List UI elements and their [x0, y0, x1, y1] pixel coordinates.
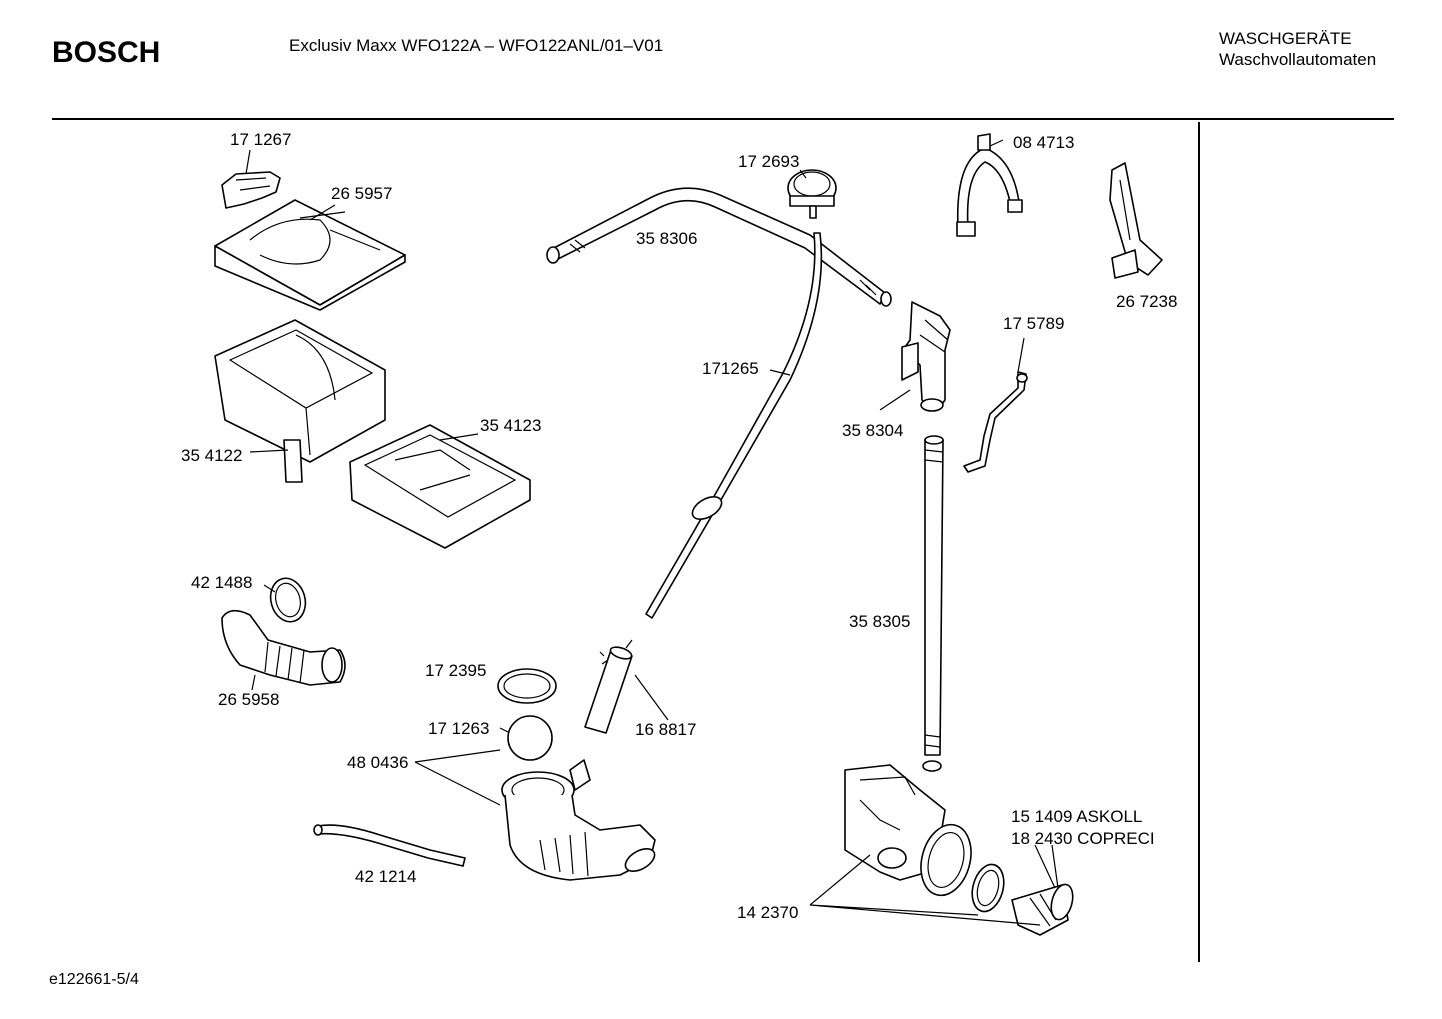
label-151409: 15 1409 ASKOLL	[1011, 807, 1143, 826]
label-358306: 35 8306	[636, 229, 698, 248]
label-168817: 16 8817	[635, 720, 697, 739]
model-title: Exclusiv Maxx WFO122A – WFO122ANL/01–V01	[289, 36, 664, 55]
label-171265: 171265	[702, 359, 759, 378]
part-171267-clip	[221, 149, 281, 209]
part-168817-sensor	[584, 639, 669, 734]
footer-ref: e122661-5/4	[49, 971, 139, 988]
part-354123-drawer	[349, 424, 531, 549]
label-358305: 35 8305	[849, 612, 911, 631]
part-267238-bracket	[1109, 162, 1163, 279]
category-title: WASCHGERÄTE	[1219, 29, 1352, 48]
label-142370: 14 2370	[737, 903, 799, 922]
part-142370-pump	[809, 764, 1074, 936]
label-084713: 08 4713	[1013, 133, 1075, 152]
part-421488-ring	[263, 577, 307, 623]
label-171263: 17 1263	[428, 719, 490, 738]
label-354122: 35 4122	[181, 446, 243, 465]
label-265957: 26 5957	[331, 184, 393, 203]
part-172395-gasket	[497, 668, 557, 704]
part-358305-hose	[922, 435, 944, 772]
category-subtitle: Waschvollautomaten	[1219, 50, 1377, 69]
brand-logo: BOSCH	[52, 36, 161, 69]
label-182430: 18 2430 COPRECI	[1011, 829, 1155, 848]
part-358306-hose	[546, 187, 892, 307]
label-421488: 42 1488	[191, 573, 253, 592]
label-358304: 35 8304	[842, 421, 904, 440]
label-172693: 17 2693	[738, 152, 800, 171]
label-172395: 17 2395	[425, 661, 487, 680]
label-267238: 26 7238	[1116, 292, 1178, 311]
part-172693-pressure-switch	[787, 169, 837, 219]
label-354123: 35 4123	[480, 416, 542, 435]
label-265958: 26 5958	[218, 690, 280, 709]
part-084713-clip	[956, 133, 1023, 237]
part-354122-housing	[214, 319, 386, 483]
label-175789: 17 5789	[1003, 314, 1065, 333]
part-171265-tube	[645, 232, 823, 619]
part-421214-tube	[313, 824, 466, 867]
part-358304-elbow	[879, 301, 951, 412]
part-480436-sump	[414, 749, 656, 881]
part-265958-hose	[221, 609, 346, 691]
part-171263-ball	[499, 715, 553, 761]
part-175789-rod	[963, 337, 1028, 473]
label-421214: 42 1214	[355, 867, 417, 886]
label-480436: 48 0436	[347, 753, 409, 772]
part-265957-lid	[214, 199, 406, 311]
label-171267: 17 1267	[230, 130, 292, 149]
